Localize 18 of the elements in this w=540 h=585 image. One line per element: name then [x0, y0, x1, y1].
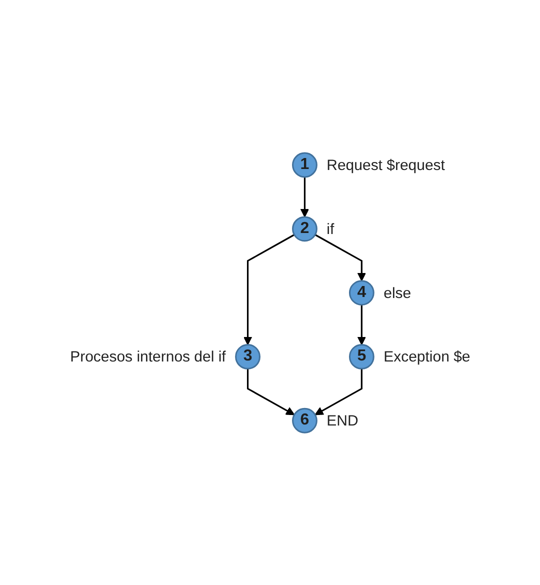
arrow	[243, 234, 295, 345]
node-circle: 6	[292, 408, 318, 433]
arrow	[314, 368, 362, 415]
arrow	[314, 234, 366, 281]
node-circle: 4	[348, 280, 374, 306]
node-caption: Request $request	[326, 156, 445, 174]
node-caption: Exception $e	[383, 348, 470, 366]
node-caption: Procesos internos del if	[70, 348, 226, 366]
node-caption: else	[383, 284, 411, 302]
node-caption: END	[326, 412, 358, 430]
node-circle: 5	[348, 344, 374, 370]
arrow	[246, 368, 295, 415]
arrow	[357, 304, 366, 345]
node-circle: 1	[292, 152, 318, 178]
node-circle: 2	[292, 216, 318, 242]
node-circle: 3	[234, 344, 260, 370]
node-caption: if	[326, 220, 334, 238]
arrow	[300, 176, 309, 218]
